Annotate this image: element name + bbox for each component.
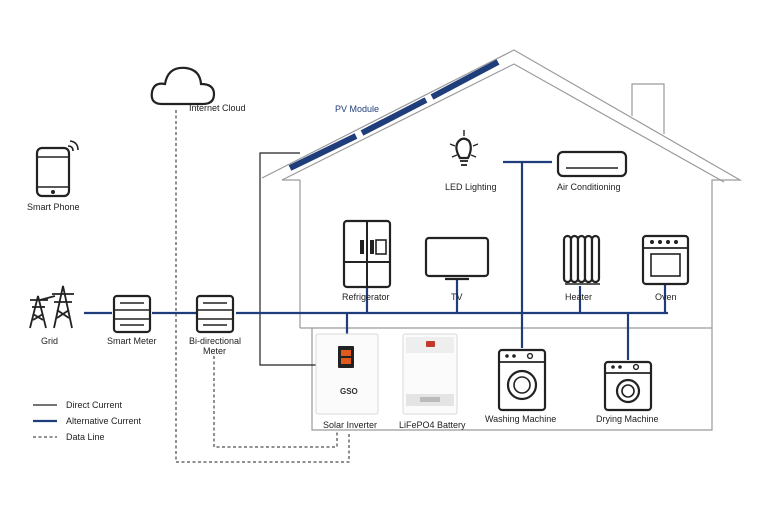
smart-meter-icon	[112, 294, 152, 334]
inverter-brand-label: GSO	[340, 387, 358, 396]
grid-tower-icon	[29, 285, 74, 329]
bidirectional-meter-label-line1: Bi-directional	[189, 336, 241, 346]
oven-icon	[641, 234, 690, 286]
bidirectional-meter-icon	[195, 294, 235, 334]
air-conditioner-icon	[556, 150, 628, 178]
grid-label: Grid	[41, 336, 58, 346]
tv-icon	[424, 236, 490, 281]
led-lighting-icon	[449, 130, 479, 166]
washing-machine-label: Washing Machine	[485, 414, 556, 424]
led-lighting-label: LED Lighting	[445, 182, 497, 192]
cloud-icon	[150, 66, 216, 106]
solar-inverter-icon: GSO	[315, 333, 379, 415]
pv-module-label: PV Module	[335, 104, 379, 114]
smart-phone-label: Smart Phone	[27, 202, 80, 212]
refrigerator-label: Refrigerator	[342, 292, 390, 302]
smart-meter-label: Smart Meter	[107, 336, 157, 346]
legend-label-data-line: Data Line	[66, 432, 105, 442]
tv-label: TV	[451, 292, 463, 302]
heater-label: Heater	[565, 292, 592, 302]
data-lines	[175, 110, 350, 463]
heater-icon	[562, 234, 601, 285]
house-outline	[261, 49, 743, 329]
air-conditioning-label: Air Conditioning	[557, 182, 621, 192]
pv-module	[288, 59, 500, 171]
drying-machine-label: Drying Machine	[596, 414, 659, 424]
refrigerator-icon	[342, 219, 392, 289]
smartphone-icon	[35, 140, 79, 198]
drying-machine-icon	[603, 360, 653, 412]
ac-lines	[84, 160, 668, 360]
bidirectional-meter-label-line2: Meter	[203, 346, 226, 356]
legend-label-alternative-current: Alternative Current	[66, 416, 142, 426]
solar-inverter-label: Solar Inverter	[323, 420, 377, 430]
room-outline	[311, 328, 713, 431]
legend-label-direct-current: Direct Current	[66, 400, 123, 410]
washing-machine-icon	[497, 348, 547, 412]
oven-label: Oven	[655, 292, 677, 302]
internet-cloud-label: Internet Cloud	[189, 103, 246, 113]
battery-icon	[402, 333, 458, 415]
dc-line	[259, 152, 316, 366]
battery-label: LiFePO4 Battery	[399, 420, 466, 430]
legend: Direct Current Alternative Current Data …	[33, 400, 142, 442]
